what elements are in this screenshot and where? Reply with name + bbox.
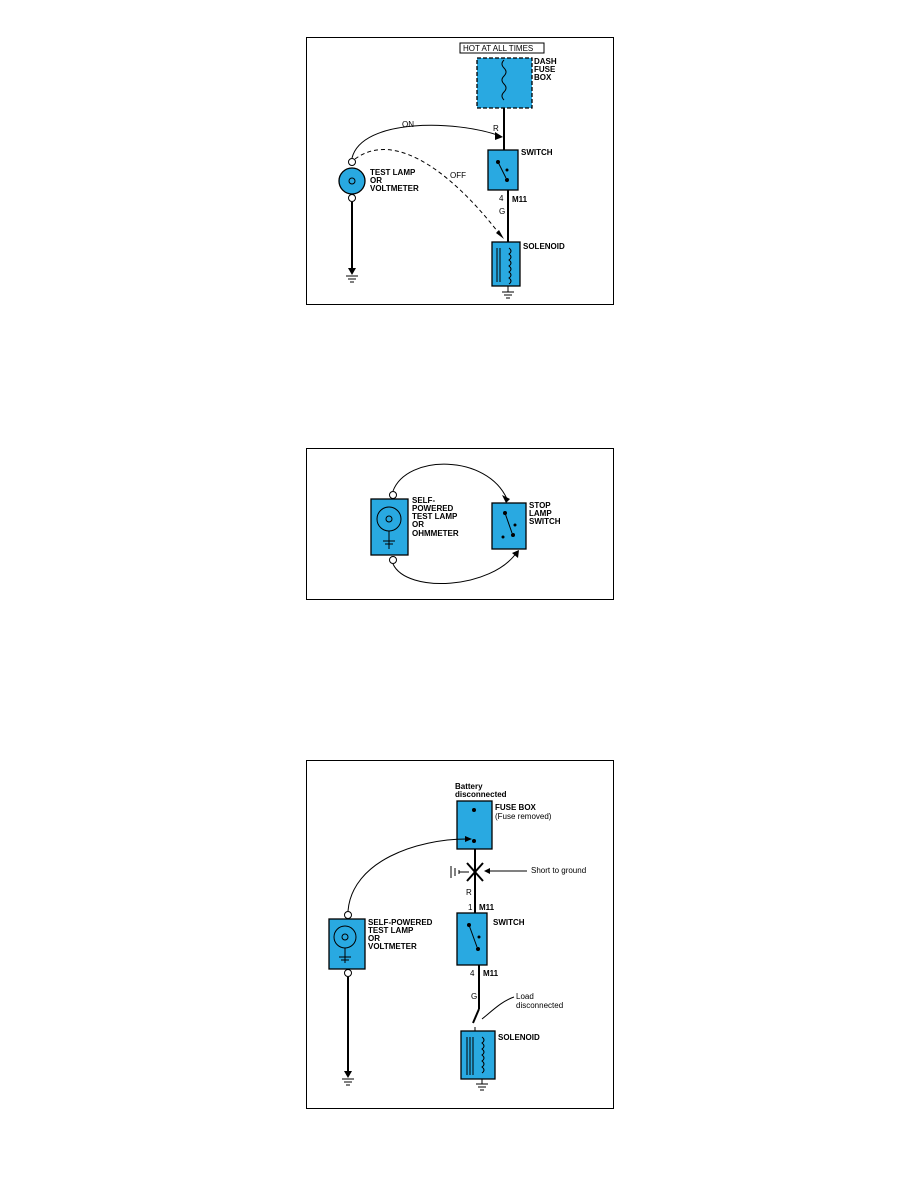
diagram-panel-2: SELF- POWERED TEST LAMP OR OHMMETER STOP… xyxy=(306,448,614,600)
hot-label: HOT AT ALL TIMES xyxy=(463,44,533,53)
tester-label-1: TEST LAMP xyxy=(370,168,416,177)
solenoid-box xyxy=(491,241,521,287)
fuse-icon xyxy=(501,59,507,101)
fuse-note: (Fuse removed) xyxy=(495,812,552,821)
diagram-panel-1: HOT AT ALL TIMES DASH FUSE BOX R SWITCH … xyxy=(306,37,614,305)
battery-label-1: Battery xyxy=(455,782,483,791)
battery-label-2: disconnected xyxy=(455,790,507,799)
solenoid-box xyxy=(460,1030,496,1080)
wire-r-label: R xyxy=(466,888,472,897)
connector-m11: M11 xyxy=(512,195,528,204)
switch-label-1: STOP xyxy=(529,501,551,510)
tester-label-3: VOLTMETER xyxy=(370,184,419,193)
connector-m11-top: M11 xyxy=(479,903,495,912)
tester-label-5: OHMMETER xyxy=(412,529,459,538)
tester-label-2: POWERED xyxy=(412,504,454,513)
hot-label-box xyxy=(459,42,545,54)
fuse-box-label: FUSE BOX xyxy=(495,803,537,812)
pin-1: 1 xyxy=(468,903,473,912)
switch-label-2: LAMP xyxy=(529,509,552,518)
tester-label-4: OR xyxy=(412,520,424,529)
switch-label-3: SWITCH xyxy=(529,517,561,526)
switch-box xyxy=(487,149,519,191)
solenoid-label: SOLENOID xyxy=(523,242,565,251)
tester-label-4: VOLTMETER xyxy=(368,942,417,951)
probe-lead xyxy=(347,838,468,912)
fuse-label-3: BOX xyxy=(534,73,552,82)
wire-r-label: R xyxy=(493,124,499,133)
bottom-probe-lead xyxy=(392,551,518,584)
circuit-diagram-3: Battery disconnected FUSE BOX (Fuse remo… xyxy=(328,782,586,1091)
fuse-label-2: FUSE xyxy=(534,65,556,74)
tester-label-1: SELF- xyxy=(412,496,435,505)
circuit-diagram-1: HOT AT ALL TIMES DASH FUSE BOX R SWITCH … xyxy=(338,42,565,299)
off-label: OFF xyxy=(450,171,466,180)
test-lamp-icon xyxy=(338,167,366,195)
load-label-1: Load xyxy=(516,992,534,1001)
wire-g-label: G xyxy=(499,207,505,216)
connector-m11-bottom: M11 xyxy=(483,969,499,978)
solenoid-label: SOLENOID xyxy=(498,1033,540,1042)
off-probe-lead xyxy=(354,149,502,237)
switch-label: SWITCH xyxy=(521,148,553,157)
switch-box xyxy=(456,912,488,966)
circuit-diagram-2: SELF- POWERED TEST LAMP OR OHMMETER STOP… xyxy=(370,463,561,584)
coil-icon xyxy=(508,247,512,285)
fuse-label-1: DASH xyxy=(534,57,557,66)
tester-label-2: TEST LAMP xyxy=(368,926,414,935)
coil-icon xyxy=(481,1036,485,1074)
short-label: Short to ground xyxy=(531,866,586,875)
pin-4: 4 xyxy=(470,969,475,978)
tester-label-2: OR xyxy=(370,176,382,185)
pin-4: 4 xyxy=(499,194,504,203)
diagram-panel-3: Battery disconnected FUSE BOX (Fuse remo… xyxy=(306,760,614,1109)
switch-label: SWITCH xyxy=(493,918,525,927)
dash-fuse-box xyxy=(476,57,533,109)
wire-g-label: G xyxy=(471,992,477,1001)
tester-label-1: SELF-POWERED xyxy=(368,918,433,927)
load-pointer xyxy=(481,996,515,1020)
on-probe-lead xyxy=(351,124,501,159)
on-label: ON xyxy=(402,120,414,129)
tester-label-3: OR xyxy=(368,934,380,943)
load-label-2: disconnected xyxy=(516,1001,563,1010)
stop-lamp-switch-box xyxy=(491,502,527,550)
top-probe-lead xyxy=(392,463,508,500)
tester-label-3: TEST LAMP xyxy=(412,512,458,521)
